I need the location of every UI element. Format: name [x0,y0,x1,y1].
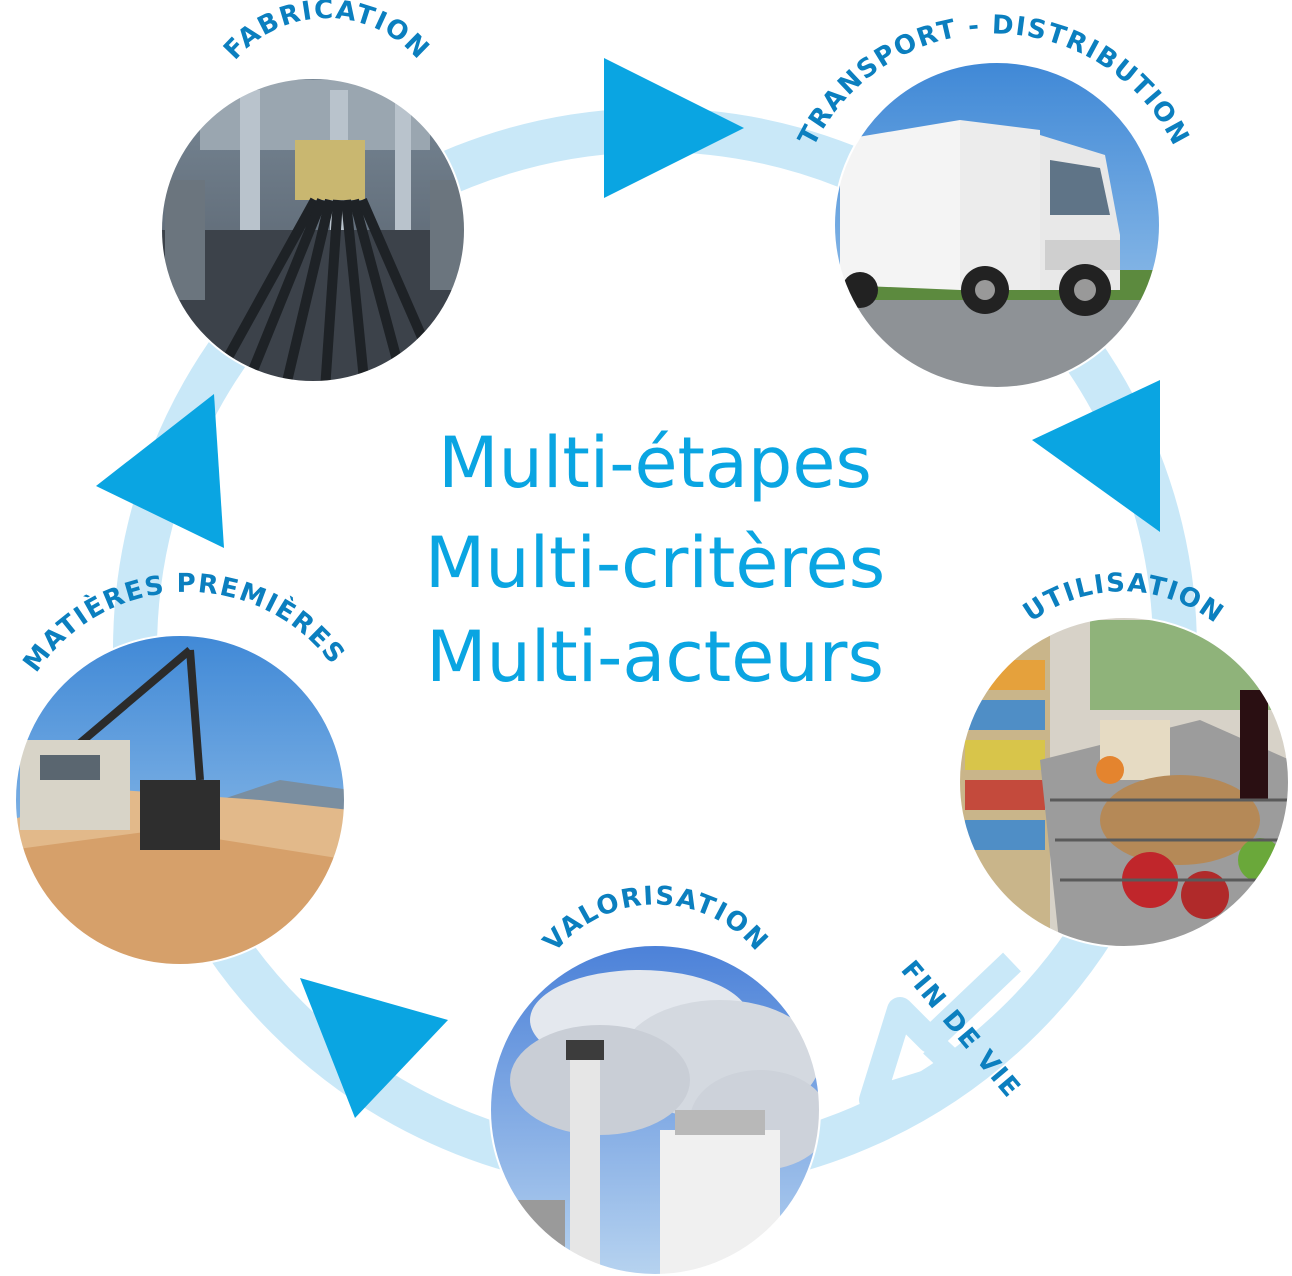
arrow-matieres-to-fabrication [96,394,224,548]
arrow-transport-to-utilisation [1032,380,1160,532]
photo-fabrication [161,78,465,382]
arrow-fab-to-transport [604,58,744,198]
center-title-line3: Multi-acteurs [426,616,884,698]
center-title-line2: Multi-critères [424,522,886,604]
fin-de-vie-arrow [859,952,1021,1113]
arrow-valorisation-to-matieres [300,978,448,1118]
photo-matieres [15,635,345,965]
center-title-line1: Multi-étapes [438,422,872,504]
label-fabrication: FABRICATION [218,0,435,66]
photo-utilisation [959,617,1289,947]
cycle-arrows [96,58,1160,1118]
